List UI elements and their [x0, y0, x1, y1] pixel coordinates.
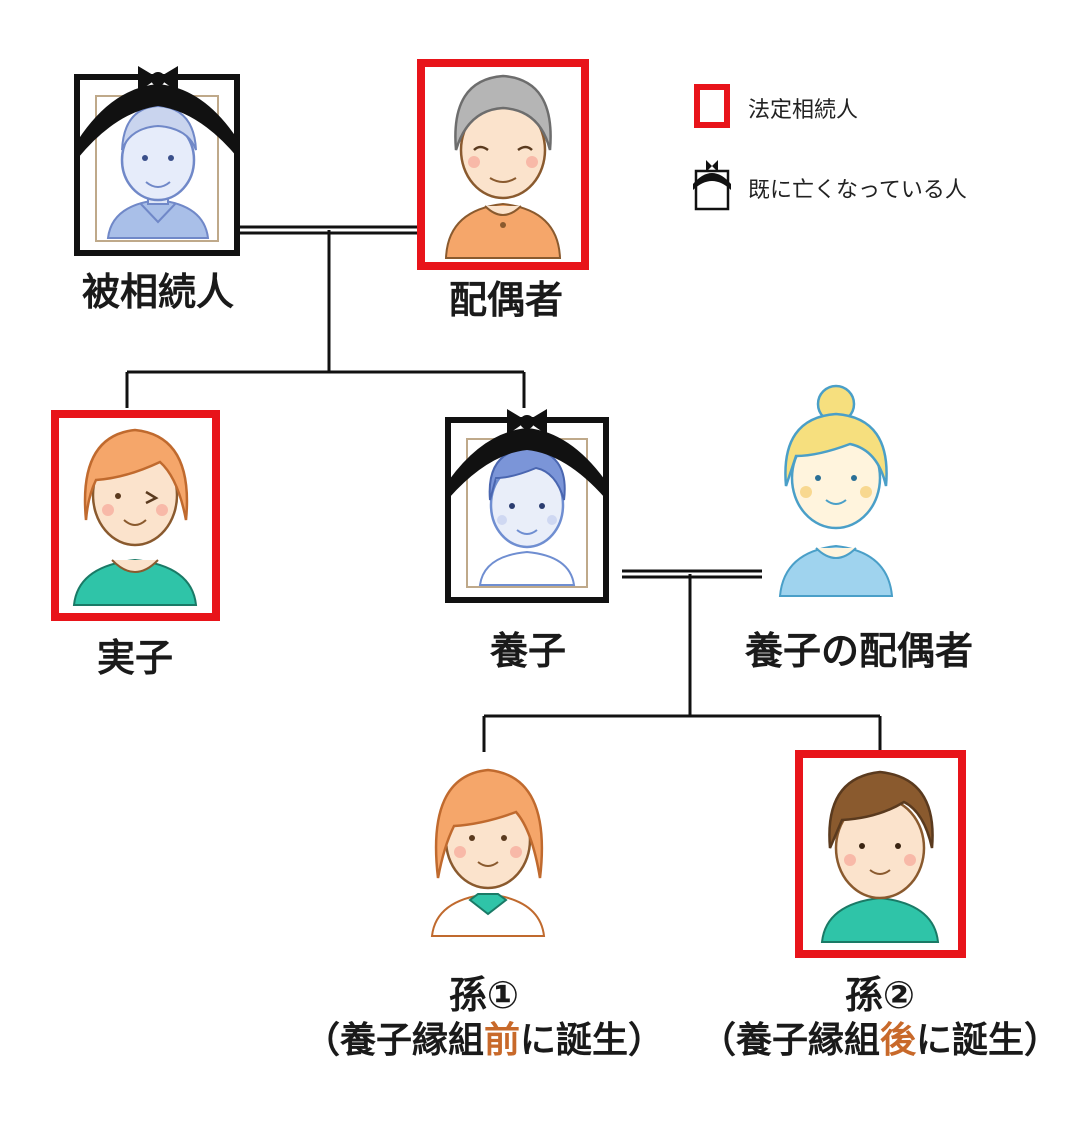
- grandchild-1-name: 孫①: [449, 973, 519, 1017]
- connector-lines: [125, 225, 882, 752]
- legend: 法定相続人 既に亡くなっている人: [693, 84, 967, 211]
- adopted-child-spouse-portrait: [778, 384, 894, 597]
- adopted-child-portrait: [445, 409, 609, 603]
- grandchild-2-portrait: [795, 750, 966, 958]
- adopted-child-spouse-label: 養子の配偶者: [745, 629, 973, 673]
- grandchild-2-name: 孫②: [845, 973, 915, 1017]
- decedent-label: 被相続人: [82, 270, 234, 314]
- decedent-portrait: [74, 66, 240, 256]
- biological-child-portrait: [51, 410, 220, 621]
- biological-child-label: 実子: [97, 636, 173, 680]
- grandchild-2-note: （養子縁組後に誕生）: [700, 1020, 1060, 1061]
- grandchild-1-portrait: [430, 768, 546, 937]
- spouse-label: 配偶者: [449, 278, 563, 322]
- legend-deceased-swatch: [693, 160, 731, 211]
- legend-heir-swatch: [694, 84, 730, 128]
- adopted-child-label: 養子: [490, 629, 566, 673]
- spouse-portrait: [417, 59, 589, 270]
- legend-deceased-text: 既に亡くなっている人: [748, 178, 967, 203]
- legend-heir-text: 法定相続人: [748, 98, 858, 123]
- grandchild-1-note: （養子縁組前に誕生）: [304, 1020, 664, 1061]
